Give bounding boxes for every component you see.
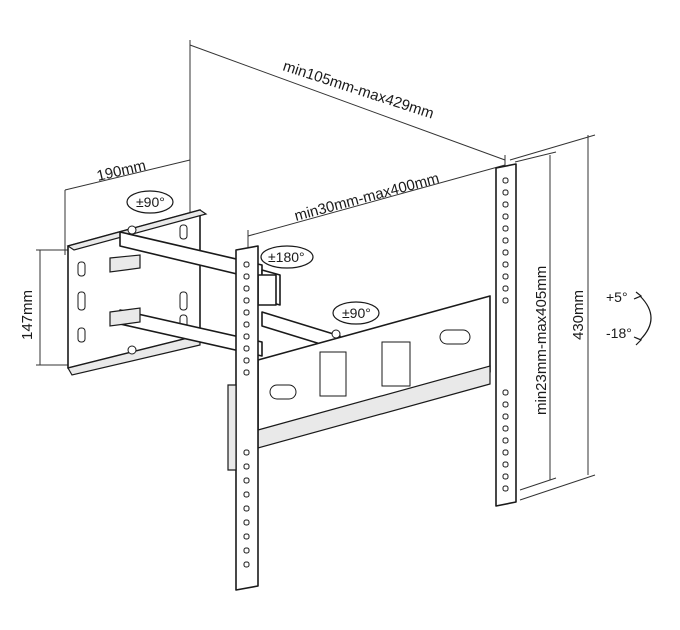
arm-reach-dimension: min30mm-max400mm [247, 164, 506, 255]
right-vertical-bracket [495, 163, 517, 507]
mounting-hole [502, 425, 509, 432]
mounting-hole [243, 519, 250, 526]
mounting-hole [502, 461, 509, 468]
screen-rotation-badge: ±180° [260, 245, 314, 269]
mounting-hole [502, 449, 509, 456]
bracket-height-label: 430mm [570, 290, 587, 340]
mounting-hole [502, 189, 509, 196]
mounting-hole [502, 177, 509, 184]
mounting-hole [243, 491, 250, 498]
mounting-hole [243, 505, 250, 512]
wall-plate-height-label: 147mm [19, 290, 36, 340]
screen-rotation-label: ±180° [268, 249, 305, 265]
mounting-hole [502, 389, 509, 396]
mounting-hole [243, 345, 250, 352]
mounting-hole [243, 369, 250, 376]
tilt-down-label: -18° [606, 325, 632, 341]
mounting-hole [502, 201, 509, 208]
mounting-hole [502, 237, 509, 244]
vesa-vertical-dimension: min23mm-max405mm [514, 151, 557, 491]
vesa-vertical-label: min23mm-max405mm [533, 266, 550, 415]
mounting-hole [502, 273, 509, 280]
mounting-hole [502, 225, 509, 232]
mounting-hole [502, 437, 509, 444]
tilt-up-label: +5° [606, 289, 628, 305]
mounting-hole [243, 547, 250, 554]
mounting-hole [502, 261, 509, 268]
mounting-hole [243, 357, 250, 364]
mounting-hole [502, 213, 509, 220]
mounting-hole [243, 449, 250, 456]
bracket-height-dimension: 430mm [509, 134, 596, 501]
wall-swivel-badge: ±90° [126, 190, 174, 214]
mounting-hole [243, 309, 250, 316]
arm-extension-label: min105mm-max429mm [281, 58, 436, 123]
wall-plate-height-dimension: 147mm [19, 249, 70, 366]
tilt-indicator: +5° -18° [606, 289, 652, 346]
mounting-hole [243, 463, 250, 470]
mounting-hole [502, 413, 509, 420]
mounting-hole [243, 477, 250, 484]
mounting-hole [502, 473, 509, 480]
mounting-hole [502, 285, 509, 292]
mounting-hole [502, 297, 509, 304]
mounting-hole [243, 321, 250, 328]
wall-plate-depth-label: 190mm [95, 157, 148, 185]
arm-reach-label: min30mm-max400mm [293, 170, 442, 225]
tilt-arrow-icon [639, 295, 652, 341]
left-vertical-bracket [227, 245, 259, 591]
arm-swivel-badge: ±90° [332, 301, 380, 325]
mounting-hole [243, 261, 250, 268]
second-arm [257, 269, 341, 351]
wall-swivel-label: ±90° [136, 194, 165, 210]
mounting-hole [502, 401, 509, 408]
mounting-hole [502, 249, 509, 256]
mounting-hole [502, 485, 509, 492]
arm-swivel-label: ±90° [342, 305, 371, 321]
mounting-hole [243, 273, 250, 280]
mounting-hole [243, 561, 250, 568]
mounting-hole [243, 285, 250, 292]
wall-plate [66, 209, 208, 376]
mounting-hole [243, 533, 250, 540]
mounting-hole [243, 333, 250, 340]
mounting-hole [243, 297, 250, 304]
